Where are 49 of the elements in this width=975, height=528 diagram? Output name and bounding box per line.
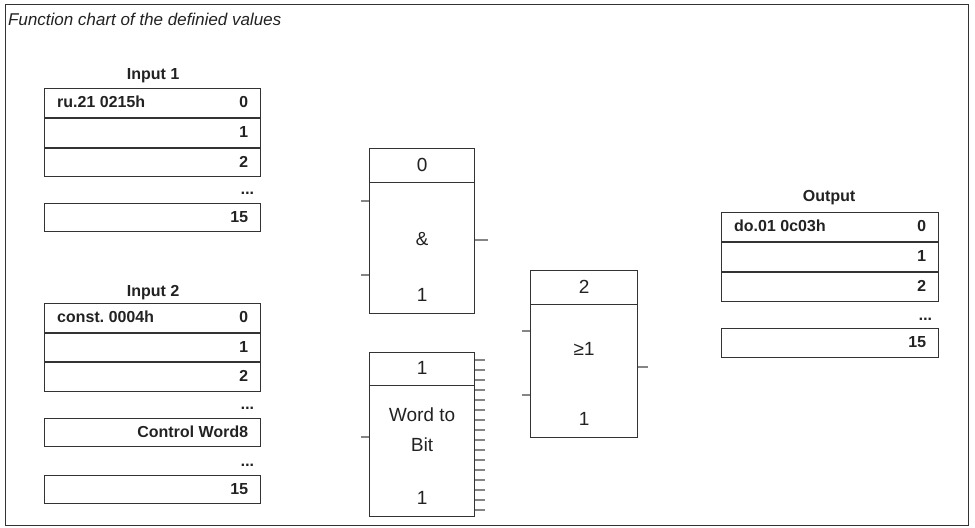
function-symbol: & [414,228,430,252]
register-row [44,88,261,118]
row-label: 2 [239,368,248,386]
group-heading: Output [802,188,856,206]
function-block [369,352,475,517]
row-label: Control Word8 [137,424,248,442]
register-row [44,303,261,333]
block-number: 1 [416,358,428,380]
chart-title: Function chart of the definied values [8,10,282,30]
group-heading: Input 2 [126,283,180,301]
function-block [530,270,638,438]
register-row [721,328,939,358]
row-label: 1 [239,124,248,142]
row-label: 2 [239,154,248,172]
group-heading: Input 1 [126,66,180,84]
ellipsis-mark: ... [240,453,254,471]
function-block [369,148,475,314]
register-row [721,242,939,272]
function-symbol: ≥1 [572,338,596,362]
row-label: 15 [230,208,248,226]
register-row [721,212,939,242]
block-index: 1 [416,488,428,510]
bit-number: 0 [917,218,926,236]
block-index: 1 [578,409,590,431]
ellipsis-mark: ... [240,181,254,199]
row-label: 1 [239,338,248,356]
register-row [44,418,261,447]
register-row [44,362,261,392]
ellipsis-mark: ... [240,396,254,414]
block-index: 1 [416,285,428,307]
row-label: 2 [917,278,926,296]
row-label: do.01 0c03h [734,218,826,236]
register-row [44,475,261,504]
register-row [44,148,261,177]
row-label: 1 [917,248,926,266]
bit-number: 0 [239,94,248,112]
function-symbol: Word to Bit [388,404,456,458]
row-label: ru.21 0215h [57,94,146,112]
bit-number: 0 [239,309,248,327]
register-row [721,272,939,302]
ellipsis-mark: ... [918,307,932,325]
block-number: 2 [578,276,590,298]
block-number: 0 [416,154,428,176]
register-row [44,118,261,148]
register-row [44,203,261,232]
row-label: const. 0004h [57,309,154,327]
row-label: 15 [908,334,926,352]
register-row [44,333,261,362]
row-label: 15 [230,480,248,498]
